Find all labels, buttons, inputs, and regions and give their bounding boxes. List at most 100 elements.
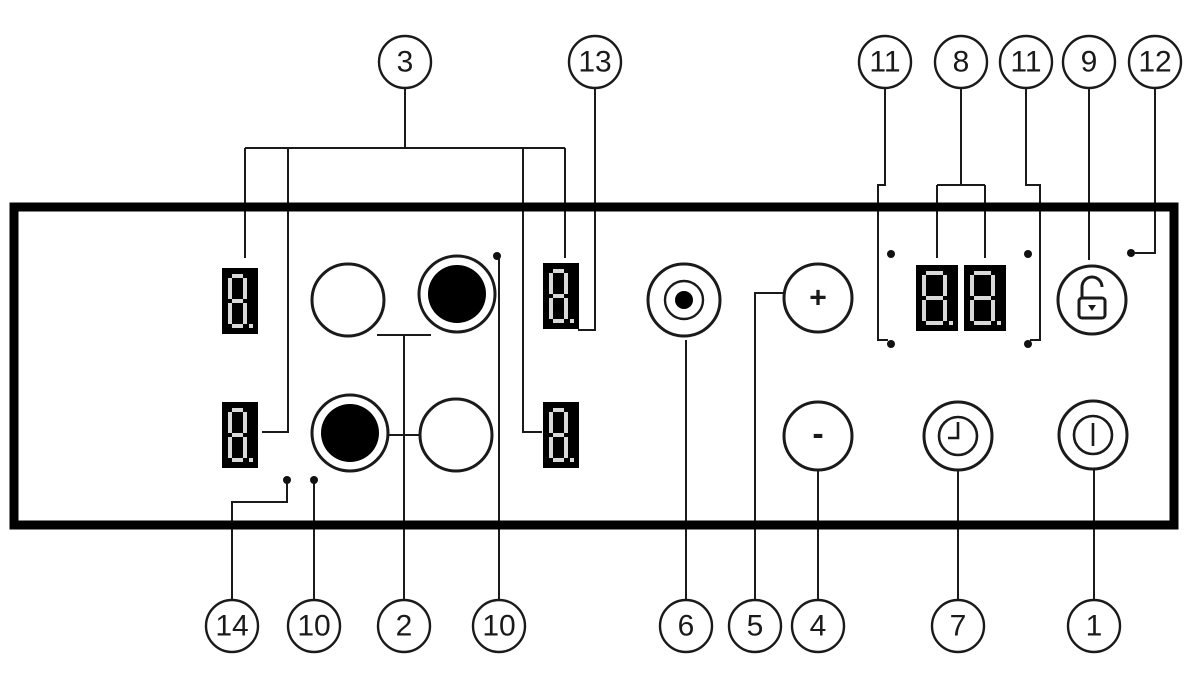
display-segment xyxy=(943,300,947,321)
display-zone-rear-right: 8. xyxy=(543,263,579,329)
zone-rear-right-button[interactable] xyxy=(417,254,497,334)
callout-11-right: 11 xyxy=(998,34,1054,90)
indicator-led-11-top-left xyxy=(887,250,895,258)
timer-button[interactable] xyxy=(922,400,994,472)
callout-12: 12 xyxy=(1127,34,1183,90)
callout-9: 9 xyxy=(1061,34,1117,90)
leader-5 xyxy=(754,292,788,600)
panel-frame xyxy=(9,202,1179,530)
display-segment xyxy=(228,278,232,299)
callout-11-left: 11 xyxy=(857,34,913,90)
zone-front-right-button[interactable] xyxy=(418,397,494,473)
display-segment xyxy=(926,296,943,300)
svg-text:3: 3 xyxy=(397,46,414,79)
display-decimal-point xyxy=(949,321,953,325)
svg-text:10: 10 xyxy=(482,610,515,643)
leader-11-right xyxy=(1025,88,1041,341)
zone-rear-left-button[interactable] xyxy=(310,262,386,338)
display-segment xyxy=(553,408,564,412)
display-segment xyxy=(564,412,568,433)
unlock-padlock-icon xyxy=(1077,275,1107,320)
svg-text:7: 7 xyxy=(950,610,967,643)
callout-3: 3 xyxy=(377,34,433,90)
display-segment xyxy=(228,303,232,324)
indicator-led-11-bottom-right xyxy=(1024,340,1032,348)
minus-button[interactable]: - xyxy=(782,400,854,472)
svg-text:13: 13 xyxy=(578,46,611,79)
zone-selected-indicator xyxy=(321,404,379,462)
display-segment xyxy=(232,299,243,303)
display-segment xyxy=(970,275,974,296)
callout-10-right: 10 xyxy=(471,598,527,654)
display-segment xyxy=(564,298,568,319)
display-segment xyxy=(991,300,995,321)
svg-text:8: 8 xyxy=(953,46,970,79)
display-decimal-point xyxy=(570,458,574,462)
leader-2 xyxy=(377,334,431,600)
zone-front-left-button[interactable] xyxy=(310,393,390,473)
callout-5: 5 xyxy=(727,598,783,654)
display-segment xyxy=(549,412,553,433)
callout-14: 14 xyxy=(204,598,260,654)
callout-10-left: 10 xyxy=(286,598,342,654)
display-segment xyxy=(232,274,243,278)
indicator-led-10-left xyxy=(310,476,318,484)
display-segment xyxy=(232,324,243,328)
svg-text:9: 9 xyxy=(1081,46,1098,79)
callout-2: 2 xyxy=(376,598,432,654)
display-segment xyxy=(243,303,247,324)
leader-lines-bottom xyxy=(231,258,1095,600)
display-segment xyxy=(228,437,232,458)
lock-button[interactable] xyxy=(1056,264,1128,336)
power-button[interactable] xyxy=(1057,399,1129,471)
plus-button[interactable]: + xyxy=(782,262,854,334)
display-timer-tens: 8. xyxy=(916,265,958,331)
callout-4: 4 xyxy=(790,598,846,654)
display-segment xyxy=(564,437,568,458)
callout-6: 6 xyxy=(658,598,714,654)
display-segment xyxy=(549,298,553,319)
display-segment xyxy=(243,437,247,458)
svg-text:1: 1 xyxy=(1086,610,1103,643)
display-segment xyxy=(922,275,926,296)
display-segment xyxy=(970,300,974,321)
display-segment xyxy=(943,275,947,296)
callout-7: 7 xyxy=(930,598,986,654)
callout-13: 13 xyxy=(567,34,623,90)
zone-selected-indicator xyxy=(428,265,486,323)
leader-11-left xyxy=(877,88,888,341)
display-segment xyxy=(553,458,564,462)
indicator-led-14 xyxy=(283,476,291,484)
leader-8 xyxy=(936,88,986,258)
leader-13 xyxy=(578,88,596,331)
display-segment xyxy=(228,412,232,433)
display-segment xyxy=(564,273,568,294)
svg-text:6: 6 xyxy=(678,610,695,643)
minus-label: - xyxy=(812,415,823,453)
indicator-led-11-top-right xyxy=(1024,250,1032,258)
display-segment xyxy=(991,275,995,296)
display-segment xyxy=(549,273,553,294)
indicator-led-11-bottom-left xyxy=(887,340,895,348)
display-decimal-point xyxy=(249,324,253,328)
display-segment xyxy=(553,319,564,323)
leader-12 xyxy=(1135,88,1156,254)
display-decimal-point xyxy=(249,458,253,462)
display-segment xyxy=(974,271,991,275)
svg-text:10: 10 xyxy=(297,610,330,643)
booster-button[interactable] xyxy=(646,262,722,338)
display-zone-front-left: 8. xyxy=(222,402,258,468)
display-zone-rear-left: 8. xyxy=(222,268,258,334)
leader-lines-top xyxy=(244,88,1156,433)
clock-icon xyxy=(937,415,979,457)
clock-icon-hands xyxy=(948,422,960,440)
display-segment xyxy=(926,271,943,275)
indicator-led-12 xyxy=(1127,249,1135,257)
display-segment xyxy=(232,408,243,412)
display-segment xyxy=(974,321,991,325)
display-segment xyxy=(549,437,553,458)
indicator-led-10-right xyxy=(493,252,501,260)
display-zone-front-right: 8. xyxy=(543,402,579,468)
display-segment xyxy=(926,321,943,325)
display-segment xyxy=(243,278,247,299)
